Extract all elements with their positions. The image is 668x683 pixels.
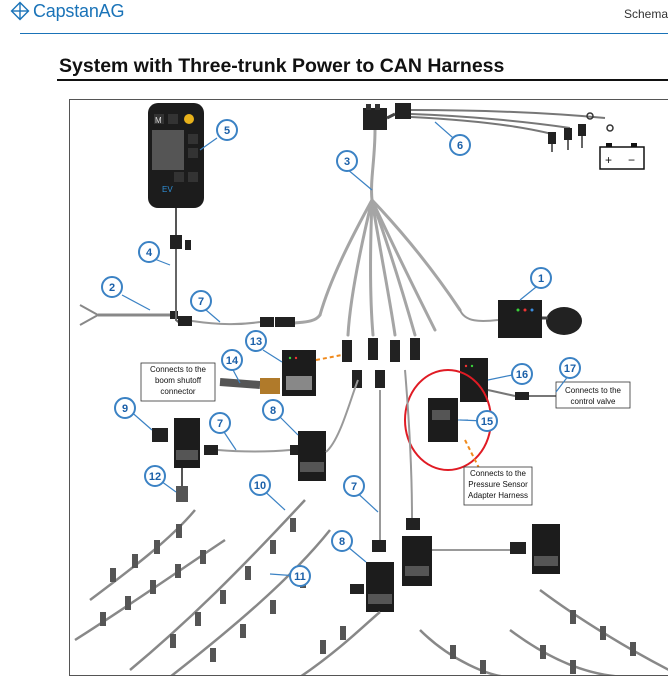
svg-text:5: 5 [224,125,230,137]
module-9 [152,418,304,468]
page-title: System with Three-trunk Power to CAN Har… [59,55,505,77]
battery-plus: + [605,153,612,167]
power-harness [363,103,614,152]
svg-text:control valve: control valve [571,397,616,406]
diamond-logo-icon [10,1,30,21]
callout-14: 14 [221,349,243,371]
extension-cable-7a [178,316,295,327]
boom-nozzles [100,518,636,674]
svg-text:9: 9 [122,403,128,415]
svg-text:7: 7 [351,481,357,493]
note-boom-shutoff: Connects to the boom shutoff connector [150,365,207,396]
callout-13: 13 [245,330,267,352]
boom-nozzle-harness [74,499,668,675]
callout-11: 11 [289,565,311,587]
svg-text:connector: connector [160,387,195,396]
power-cable-harness [79,304,183,326]
callout-8-left: 8 [262,399,284,421]
page-header: CapstanAG Schema [0,0,668,36]
callout-12: 12 [144,465,166,487]
svg-text:Connects to the: Connects to the [470,469,527,478]
callout-7-mid: 7 [209,412,231,434]
svg-text:Adapter Harness: Adapter Harness [468,491,528,500]
title-divider [57,79,668,81]
callout-16: 16 [511,363,533,385]
svg-text:13: 13 [250,336,262,348]
brand-name: CapstanAG [33,0,125,21]
callout-10: 10 [249,474,271,496]
svg-text:7: 7 [198,296,204,308]
module-lower-right [402,369,560,586]
module-8b [350,390,394,612]
callout-badges: 5 6 3 4 2 7 1 13 14 16 17 15 9 7 8 12 10… [101,119,581,587]
svg-text:7: 7 [217,418,223,430]
module-13 [282,350,343,396]
svg-text:8: 8 [339,536,345,548]
boom-shutoff-adapter [140,362,280,402]
module-16 [460,358,631,409]
evo-display: M EV [148,103,204,305]
display-brand: EV [162,185,173,194]
svg-text:2: 2 [109,282,115,294]
svg-text:Connects to the: Connects to the [150,365,207,374]
note-pressure-sensor: Connects to the Pressure Sensor Adapter … [468,469,528,500]
callout-8-center: 8 [331,530,353,552]
svg-text:17: 17 [564,363,576,375]
svg-text:6: 6 [457,140,463,152]
svg-text:11: 11 [294,571,306,583]
svg-text:1: 1 [538,273,544,285]
header-divider [20,33,668,34]
svg-text:12: 12 [149,471,161,483]
svg-text:8: 8 [270,405,276,417]
main-ecu-module [459,300,582,338]
system-schematic: + − M EV [69,99,668,676]
svg-text:3: 3 [344,156,350,168]
svg-text:Pressure Sensor: Pressure Sensor [468,480,528,489]
callout-7-right: 7 [343,475,365,497]
section-label: Schema [623,7,668,21]
note-control-valve: Connects to the control valve [565,386,622,406]
callout-17: 17 [559,357,581,379]
svg-text:15: 15 [481,416,493,428]
battery-minus: − [628,153,635,167]
callout-3: 3 [336,150,358,172]
callout-6: 6 [449,134,471,156]
svg-text:10: 10 [254,480,266,492]
trunk-drop-connectors [342,338,420,388]
callout-9: 9 [114,397,136,419]
module-8a [298,379,359,481]
svg-text:4: 4 [146,247,153,259]
svg-text:14: 14 [226,355,239,367]
callout-2: 2 [101,276,123,298]
menu-key-label: M [155,116,162,125]
callout-15: 15 [476,410,498,432]
callout-5: 5 [216,119,238,141]
svg-text:Connects to the: Connects to the [565,386,622,395]
battery-icon: + − [599,143,645,170]
callout-7-left: 7 [190,290,212,312]
module-12 [176,468,188,502]
trunk-harness [293,128,462,337]
schematic-drawing: + − M EV [74,103,668,675]
callout-4: 4 [138,241,160,263]
capstan-logo: CapstanAG [10,0,124,22]
callout-1: 1 [530,267,552,289]
pressure-sensor-module [404,369,533,506]
svg-text:16: 16 [516,369,528,381]
svg-text:boom shutoff: boom shutoff [155,376,202,385]
